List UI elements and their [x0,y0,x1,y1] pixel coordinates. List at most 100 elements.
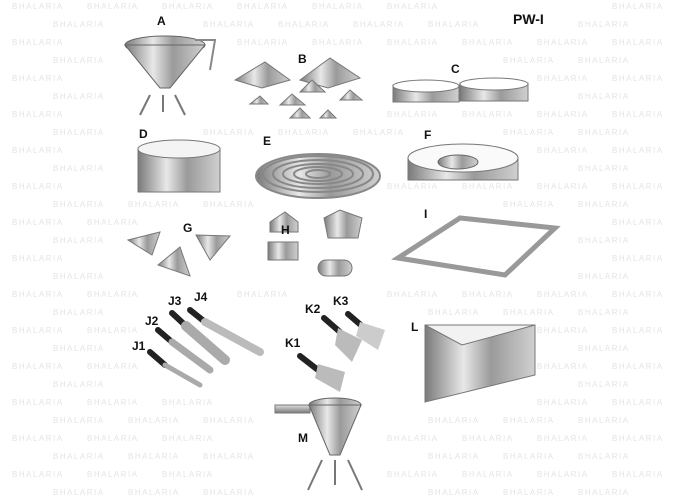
watermark-text: BHALARIA [87,434,139,443]
watermark-text: BHALARIA [87,2,139,11]
product-f-rings [407,143,519,181]
watermark-text: BHALARIA [503,200,555,209]
watermark-text: BHALARIA [12,326,64,335]
watermark-text: BHALARIA [162,398,214,407]
watermark-text: BHALARIA [503,452,555,461]
label-h: H [281,223,290,237]
watermark-text: BHALARIA [87,398,139,407]
watermark-text: BHALARIA [128,488,180,497]
watermark-text: BHALARIA [578,92,630,101]
watermark-text: BHALARIA [162,2,214,11]
watermark-text: BHALARIA [537,146,589,155]
watermark-text: BHALARIA [428,416,480,425]
product-j-spatulas [147,307,264,388]
watermark-text: BHALARIA [462,38,514,47]
label-b: B [298,52,307,66]
product-c-rings [392,77,529,103]
watermark-text: BHALARIA [537,362,589,371]
watermark-text: BHALARIA [537,74,589,83]
watermark-text: BHALARIA [428,20,480,29]
watermark-text: BHALARIA [87,290,139,299]
watermark-text: BHALARIA [353,20,405,29]
watermark-text: BHALARIA [237,2,289,11]
watermark-text: BHALARIA [12,38,64,47]
watermark-text: BHALARIA [503,128,555,137]
watermark-text: BHALARIA [87,470,139,479]
watermark-text: BHALARIA [12,398,64,407]
watermark-text: BHALARIA [387,290,439,299]
watermark-text: BHALARIA [503,308,555,317]
watermark-text: BHALARIA [312,2,364,11]
watermark-text: BHALARIA [87,218,139,227]
product-k-spatulas [297,311,385,392]
watermark-text: BHALARIA [537,470,589,479]
watermark-text: BHALARIA [387,38,439,47]
watermark-text: BHALARIA [537,434,589,443]
watermark-text: BHALARIA [503,56,555,65]
label-f: F [424,128,432,142]
watermark-text: BHALARIA [578,308,630,317]
watermark-text: BHALARIA [428,308,480,317]
watermark-text: BHALARIA [462,290,514,299]
watermark-text: BHALARIA [578,272,630,281]
watermark-text: BHALARIA [612,470,664,479]
product-e-nested-rings [255,153,381,199]
label-e: E [263,134,272,148]
watermark-text: BHALARIA [612,254,664,263]
watermark-text: BHALARIA [387,434,439,443]
watermark-text: BHALARIA [578,236,630,245]
watermark-text: BHALARIA [537,182,589,191]
watermark-text: BHALARIA [53,416,105,425]
watermark-text: BHALARIA [353,128,405,137]
watermark-text: BHALARIA [12,182,64,191]
watermark-text: BHALARIA [12,146,64,155]
watermark-text: BHALARIA [53,20,105,29]
watermark-text: BHALARIA [53,308,105,317]
watermark-text: BHALARIA [12,74,64,83]
product-d-ring [137,139,221,193]
watermark-text: BHALARIA [87,362,139,371]
watermark-text: BHALARIA [612,362,664,371]
watermark-text: BHALARIA [387,182,439,191]
watermark-text: BHALARIA [12,290,64,299]
label-m: M [298,431,308,445]
watermark-text: BHALARIA [612,110,664,119]
product-h-cutters [267,209,363,277]
watermark-text: BHALARIA [237,38,289,47]
watermark-text: BHALARIA [12,218,64,227]
watermark-text: BHALARIA [612,74,664,83]
watermark-text: BHALARIA [53,380,105,389]
watermark-text: BHALARIA [612,290,664,299]
label-j2: J2 [145,314,159,328]
watermark-text: BHALARIA [537,110,589,119]
watermark-text: BHALARIA [53,452,105,461]
watermark-text: BHALARIA [612,146,664,155]
watermark-text: BHALARIA [612,398,664,407]
product-m-funnel [274,397,363,491]
label-d: D [139,127,148,141]
watermark-text: BHALARIA [53,56,105,65]
watermark-text: BHALARIA [203,20,255,29]
watermark-text: BHALARIA [128,416,180,425]
watermark-text: BHALARIA [462,434,514,443]
label-j3: J3 [168,294,182,308]
watermark-text: BHALARIA [578,56,630,65]
watermark-text: BHALARIA [53,236,105,245]
watermark-text: BHALARIA [203,452,255,461]
watermark-text: BHALARIA [578,488,630,497]
product-l-triangle-mold [424,324,536,403]
watermark-text: BHALARIA [12,434,64,443]
watermark-text: BHALARIA [578,20,630,29]
label-j1: J1 [132,339,146,353]
label-k2: K2 [305,302,321,316]
product-a-funnel [123,35,217,116]
watermark-text: BHALARIA [612,218,664,227]
watermark-text: BHALARIA [203,128,255,137]
watermark-text: BHALARIA [53,92,105,101]
watermark-text: BHALARIA [53,164,105,173]
watermark-text: BHALARIA [12,110,64,119]
watermark-text: BHALARIA [87,326,139,335]
product-i-frame [391,215,561,278]
watermark-text: BHALARIA [12,362,64,371]
